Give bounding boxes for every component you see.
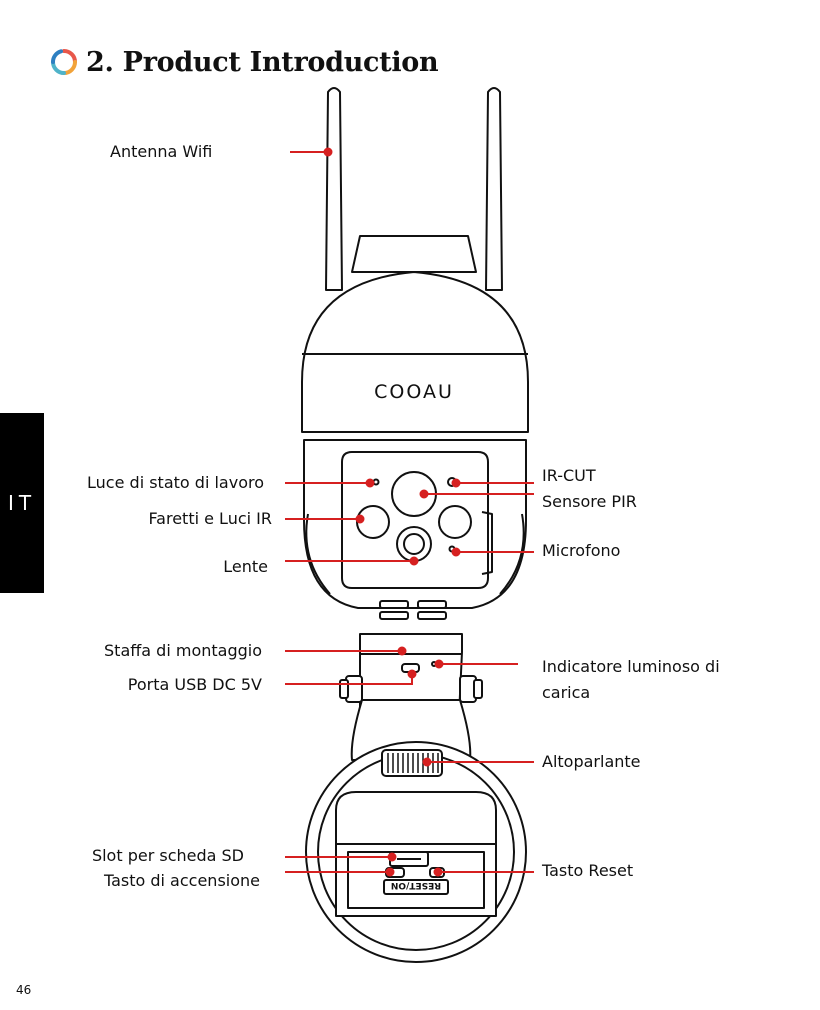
antenna-right bbox=[486, 88, 502, 290]
antenna-left bbox=[326, 88, 342, 290]
label-usb: Porta USB DC 5V bbox=[128, 675, 262, 695]
label-speaker: Altoparlante bbox=[542, 752, 641, 772]
label-spotlights: Faretti e Luci IR bbox=[148, 509, 272, 529]
label-pir: Sensore PIR bbox=[542, 492, 637, 512]
label-lens: Lente bbox=[223, 557, 268, 577]
label-sd: Slot per scheda SD bbox=[92, 846, 244, 866]
camera-dome bbox=[302, 272, 528, 432]
ir-spotlight-right bbox=[439, 506, 471, 538]
label-mic: Microfono bbox=[542, 541, 620, 561]
label-charge-line1: Indicatore luminoso di bbox=[542, 657, 720, 677]
svg-text:RESET/ON: RESET/ON bbox=[391, 880, 441, 890]
label-ircut: IR-CUT bbox=[542, 466, 596, 486]
camera-brand-logo: COOAU bbox=[374, 381, 454, 403]
label-antenna: Antenna Wifi bbox=[110, 142, 212, 162]
label-status-light: Luce di stato di lavoro bbox=[87, 473, 264, 493]
camera-top-box bbox=[352, 236, 476, 272]
label-charge-line2: carica bbox=[542, 683, 590, 703]
label-power: Tasto di accensione bbox=[104, 871, 260, 891]
label-reset: Tasto Reset bbox=[542, 861, 633, 881]
page-number: 46 bbox=[16, 983, 31, 997]
label-bracket: Staffa di montaggio bbox=[104, 641, 262, 661]
